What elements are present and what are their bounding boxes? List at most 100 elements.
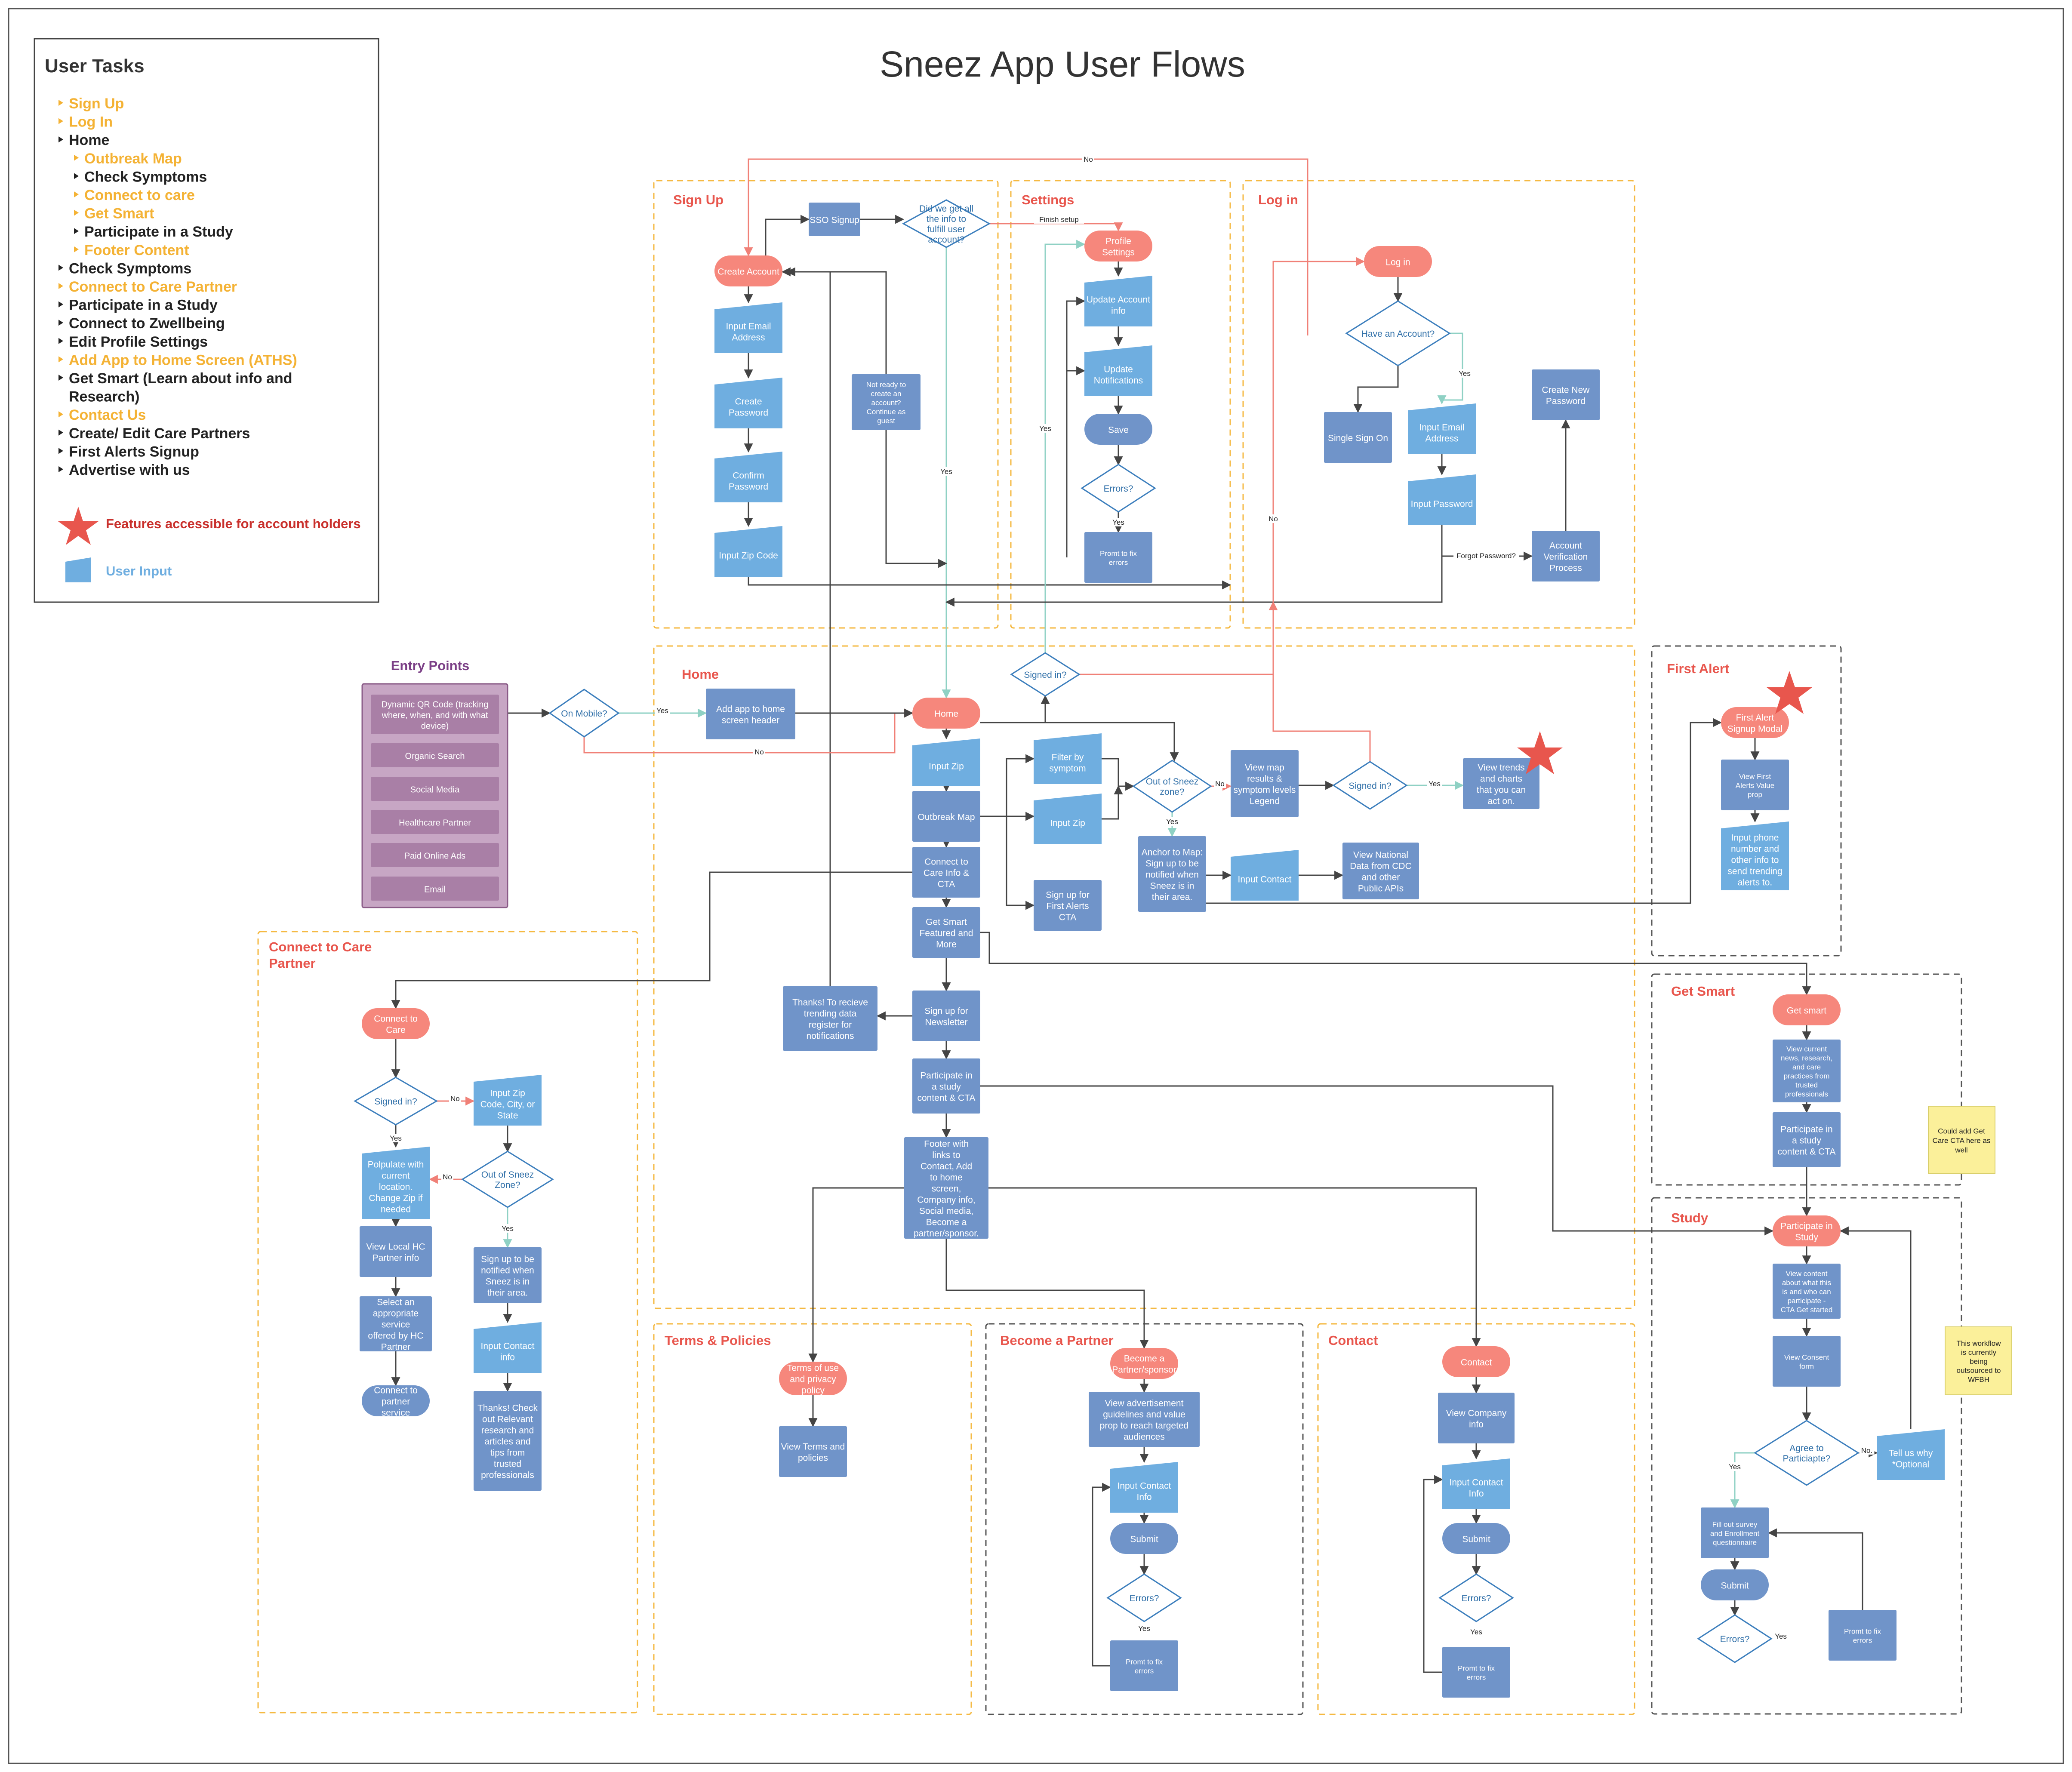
node-li-login[interactable]: Log in [1364,246,1432,277]
node-su-zip[interactable]: Input Zip Code [714,526,782,577]
node-bp-errors[interactable]: Errors? [1106,1573,1182,1622]
node-hm-zip2[interactable]: Input Zip [1034,794,1102,844]
node-bp-submit[interactable]: Submit [1110,1523,1178,1554]
node-st-save[interactable]: Save [1084,414,1152,445]
node-hm-zip[interactable]: Input Zip [912,738,980,786]
node-hm-contact[interactable]: Input Contact [1231,850,1299,901]
flow-connector [1006,816,1035,910]
node-ct-contact[interactable]: Contact [1442,1346,1510,1377]
node-ct-errors[interactable]: Errors? [1438,1573,1514,1622]
node-sy-errors[interactable]: Errors? [1697,1614,1773,1663]
node-gs-get[interactable]: Get smart [1773,994,1841,1025]
bullet-icon [58,375,63,381]
node-cc-signed[interactable]: Signed in? [354,1077,438,1126]
node-sy-tell[interactable]: Tell us why*Optional [1877,1429,1945,1480]
node-hm-outbreak[interactable]: Outbreak Map [912,791,980,842]
node-hm-signed[interactable]: Signed in? [1010,652,1081,697]
node-label: Save [1108,425,1129,435]
edge-label: No [754,748,764,756]
node-hm-signed2[interactable]: Signed in? [1332,761,1408,810]
node-ct-submit[interactable]: Submit [1442,1523,1510,1554]
node-su-create[interactable]: Create Account [714,255,782,286]
edge-label-bg [1457,369,1472,378]
node-st-errors[interactable]: Errors? [1081,464,1156,513]
bullet-icon [58,118,63,124]
edge-label: Yes [656,707,668,715]
node-ep-mobile[interactable]: On Mobile? [548,689,620,738]
node-sy-submit[interactable]: Submit [1701,1569,1769,1600]
node-li-password[interactable]: Input Password [1408,474,1476,525]
node-li-have[interactable]: Have an Account? [1345,300,1451,366]
node-li-sso[interactable]: Single Sign On [1324,412,1392,463]
node-su-sso[interactable]: SSO Signup [809,203,860,236]
node-label: Input Zip [1050,818,1085,828]
terminal-pill [1721,707,1789,738]
edge-label-bg [1859,1446,1875,1455]
node-hm-home[interactable]: Home [912,698,980,729]
